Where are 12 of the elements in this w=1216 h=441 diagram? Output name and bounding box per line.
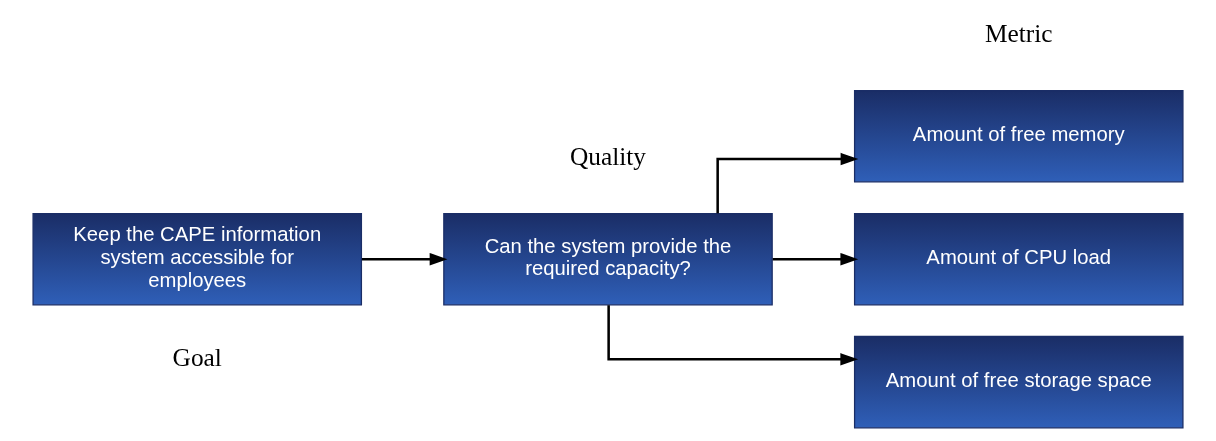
- label: Quality: [569, 142, 647, 171]
- arrow: [607, 305, 859, 366]
- arrow: [361, 252, 448, 266]
- arrow: [772, 252, 859, 266]
- label: Goal: [172, 342, 222, 371]
- node-box: Can the system provide the required capacity?: [443, 212, 773, 306]
- arrow: [716, 152, 859, 214]
- node-box: Amount of free memory: [853, 89, 1184, 183]
- node-box: Keep the CAPE information system accessible for employees: [32, 212, 363, 306]
- node-box: Amount of CPU load: [853, 212, 1184, 306]
- node-box: Amount of free storage space: [853, 335, 1184, 429]
- label: Metric: [984, 19, 1053, 48]
